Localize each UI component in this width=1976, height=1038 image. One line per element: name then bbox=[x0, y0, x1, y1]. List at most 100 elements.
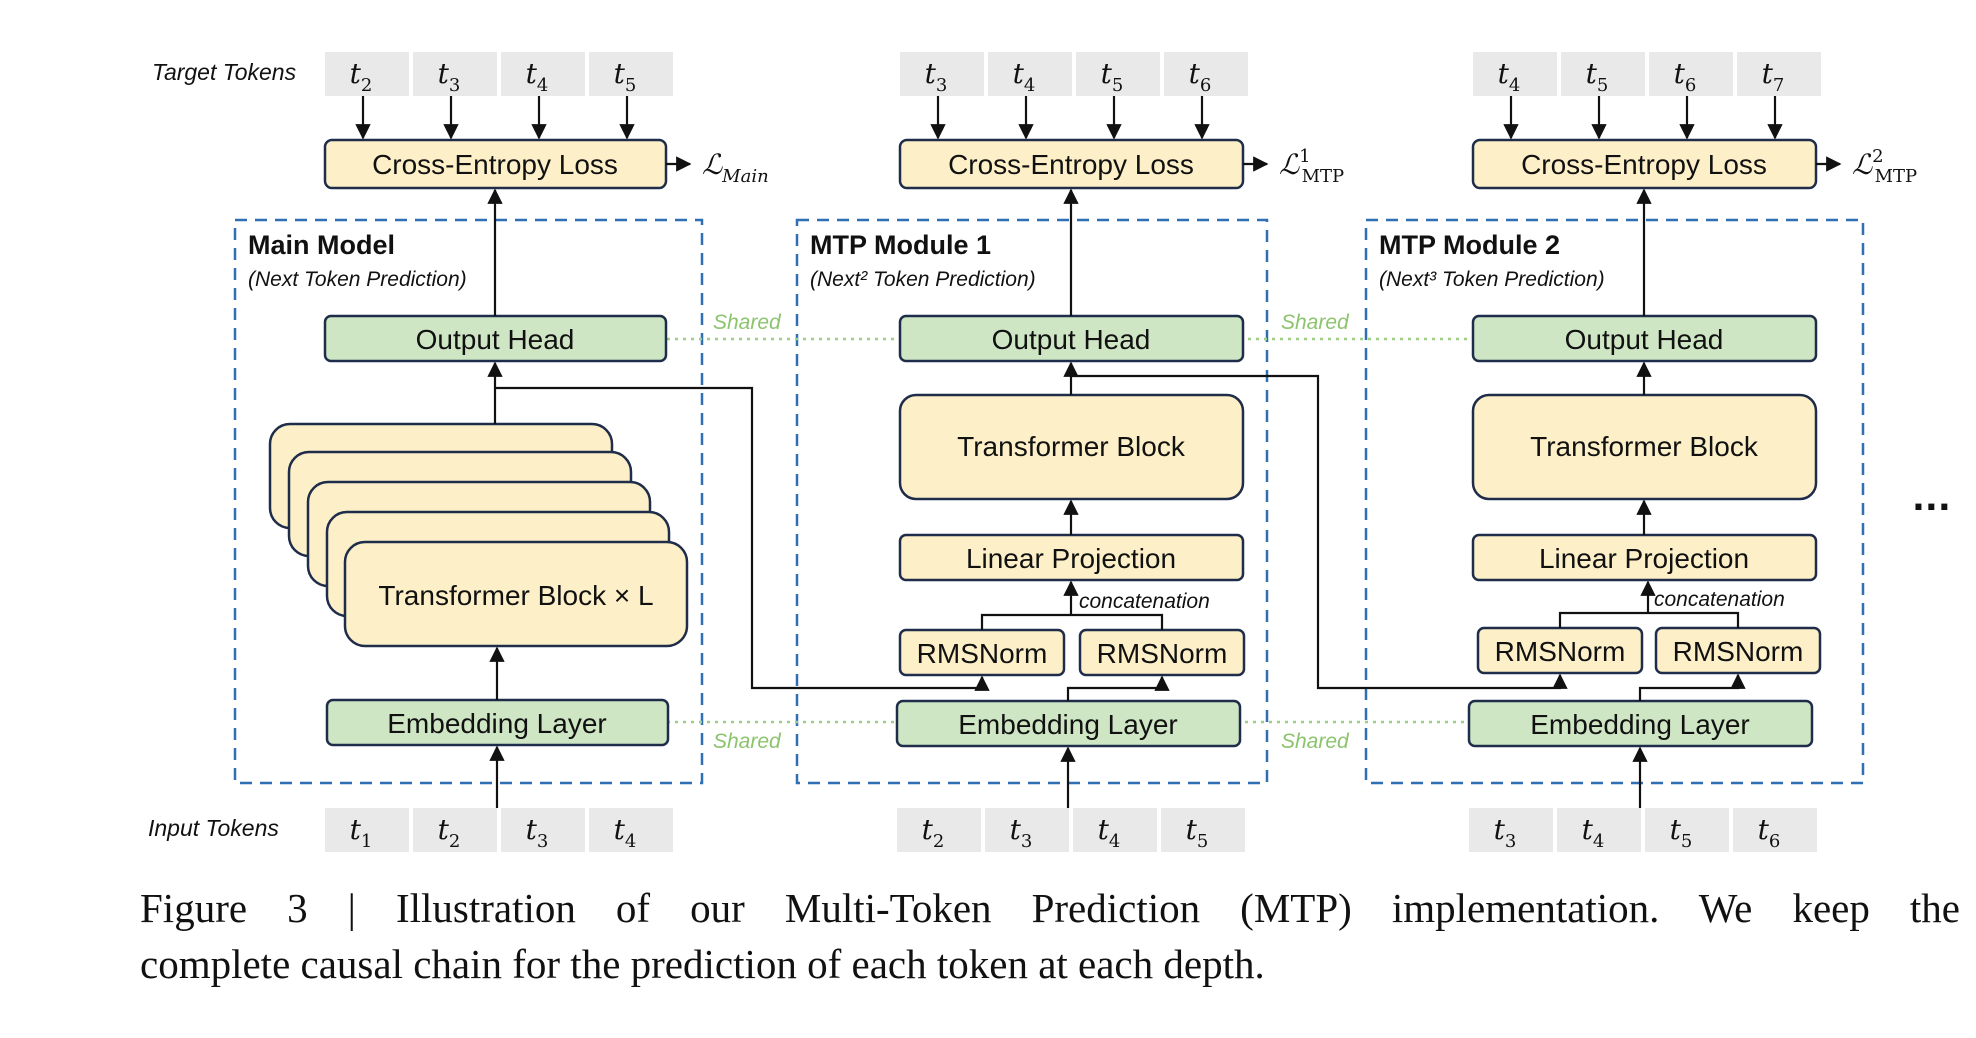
input-token-base: t bbox=[1582, 813, 1594, 846]
target-token-index: 5 bbox=[625, 75, 636, 96]
target-token-cell bbox=[501, 52, 585, 96]
input-token: t3 bbox=[1494, 813, 1517, 852]
input-token-base: t bbox=[1098, 813, 1110, 846]
target-token-index: 6 bbox=[1685, 75, 1696, 96]
target-token: t4 bbox=[1498, 57, 1521, 96]
target-token-index: 4 bbox=[1509, 75, 1520, 96]
mtp1-loss-text: Cross-Entropy Loss bbox=[948, 149, 1194, 180]
mtp-module-2-boundary bbox=[1364, 218, 1865, 785]
loss-symbol-base: ℒ bbox=[702, 148, 723, 181]
input-token: t2 bbox=[438, 813, 461, 852]
target-token-cell bbox=[589, 52, 673, 96]
main-transformer-text: Transformer Block × L bbox=[378, 580, 653, 611]
mtp-module-2-subtitle: (Next³ Token Prediction) bbox=[1379, 268, 1605, 291]
target-token-cell bbox=[1561, 52, 1645, 96]
input-tokens-label: Input Tokens bbox=[148, 815, 279, 841]
input-token-base: t bbox=[1010, 813, 1022, 846]
input-token-base: t bbox=[1494, 813, 1506, 846]
input-token-index: 4 bbox=[1109, 831, 1120, 852]
target-token-index: 2 bbox=[361, 75, 372, 96]
target-token: t6 bbox=[1674, 57, 1697, 96]
target-token-base: t bbox=[1586, 57, 1598, 90]
mtp2-output-head-text: Output Head bbox=[1565, 324, 1724, 355]
target-token: t5 bbox=[614, 57, 637, 96]
loss-symbol-sub: Main bbox=[721, 166, 769, 187]
main-model-title: Main Model bbox=[248, 230, 395, 260]
loss-symbol-sub: MTP bbox=[1875, 166, 1918, 187]
input-token: t4 bbox=[1098, 813, 1121, 852]
main-loss-text: Cross-Entropy Loss bbox=[372, 149, 618, 180]
target-token-base: t bbox=[925, 57, 937, 90]
input-token-cell bbox=[413, 808, 497, 852]
connectors bbox=[355, 96, 1842, 808]
target-token: t7 bbox=[1762, 57, 1785, 96]
shared-label-output-1: Shared bbox=[713, 311, 782, 334]
mtp-module-1-boundary bbox=[795, 218, 1269, 785]
input-token: t2 bbox=[922, 813, 945, 852]
input-token-index: 5 bbox=[1197, 831, 1208, 852]
input-token-cell bbox=[1073, 808, 1157, 852]
input-token-base: t bbox=[438, 813, 450, 846]
input-token-index: 2 bbox=[449, 831, 460, 852]
loss-symbol-base: ℒ bbox=[1852, 148, 1873, 181]
target-token: t2 bbox=[350, 57, 373, 96]
target-token-base: t bbox=[1674, 57, 1686, 90]
target-token: t3 bbox=[925, 57, 948, 96]
input-token-cell bbox=[589, 808, 673, 852]
mtp1-rmsnorm-left-text: RMSNorm bbox=[917, 638, 1048, 669]
target-token: t5 bbox=[1101, 57, 1124, 96]
loss-symbol-sup: 2 bbox=[1872, 146, 1883, 167]
input-token: t5 bbox=[1670, 813, 1693, 852]
input-token-cell bbox=[501, 808, 585, 852]
target-token: t3 bbox=[438, 57, 461, 96]
mtp2-linear-text: Linear Projection bbox=[1539, 543, 1749, 574]
input-token: t6 bbox=[1758, 813, 1781, 852]
target-token-base: t bbox=[438, 57, 450, 90]
target-token-index: 6 bbox=[1200, 75, 1211, 96]
mtp1-output-head-text: Output Head bbox=[992, 324, 1151, 355]
target-tokens-label: Target Tokens bbox=[152, 59, 297, 85]
main-embedding-text: Embedding Layer bbox=[387, 708, 606, 739]
mtp2-rmsnorm-left-text: RMSNorm bbox=[1495, 636, 1626, 667]
input-token: t3 bbox=[526, 813, 549, 852]
input-token-index: 5 bbox=[1681, 831, 1692, 852]
target-token-index: 4 bbox=[537, 75, 548, 96]
mtp1-hidden-to-mtp2 bbox=[1071, 374, 1568, 690]
mtp2-embed-to-rmsnorm bbox=[1638, 673, 1746, 701]
mtp2-transformer-text: Transformer Block bbox=[1530, 431, 1759, 462]
input-token-base: t bbox=[526, 813, 538, 846]
mtp1-concat-bracket bbox=[980, 613, 1164, 630]
input-token-index: 4 bbox=[1593, 831, 1604, 852]
target-token: t5 bbox=[1586, 57, 1609, 96]
target-token-index: 3 bbox=[936, 75, 947, 96]
target-token-base: t bbox=[1101, 57, 1113, 90]
input-token-cell bbox=[1733, 808, 1817, 852]
loss-symbol-base: ℒ bbox=[1279, 148, 1300, 181]
input-token: t5 bbox=[1186, 813, 1209, 852]
target-token-cell bbox=[413, 52, 497, 96]
target-token-index: 4 bbox=[1024, 75, 1035, 96]
main-output-head-text: Output Head bbox=[416, 324, 575, 355]
shared-label-output-2: Shared bbox=[1281, 311, 1350, 334]
input-token-index: 6 bbox=[1769, 831, 1780, 852]
target-token-base: t bbox=[1498, 57, 1510, 90]
mtp2-embedding-text: Embedding Layer bbox=[1530, 709, 1749, 740]
input-token: t1 bbox=[350, 813, 373, 852]
input-token-cell bbox=[325, 808, 409, 852]
input-token-cell bbox=[985, 808, 1069, 852]
mtp1-linear-text: Linear Projection bbox=[966, 543, 1176, 574]
mtp1-concatenation-label: concatenation bbox=[1079, 590, 1210, 613]
target-token-cell bbox=[1164, 52, 1248, 96]
mtp2-loss-text: Cross-Entropy Loss bbox=[1521, 149, 1767, 180]
main-model-boundary bbox=[233, 218, 704, 785]
input-token-index: 3 bbox=[537, 831, 548, 852]
mtp-module-1-subtitle: (Next² Token Prediction) bbox=[810, 268, 1036, 291]
target-token-index: 5 bbox=[1112, 75, 1123, 96]
loss-symbol-sup: 1 bbox=[1299, 146, 1310, 167]
input-token-cell bbox=[1469, 808, 1553, 852]
